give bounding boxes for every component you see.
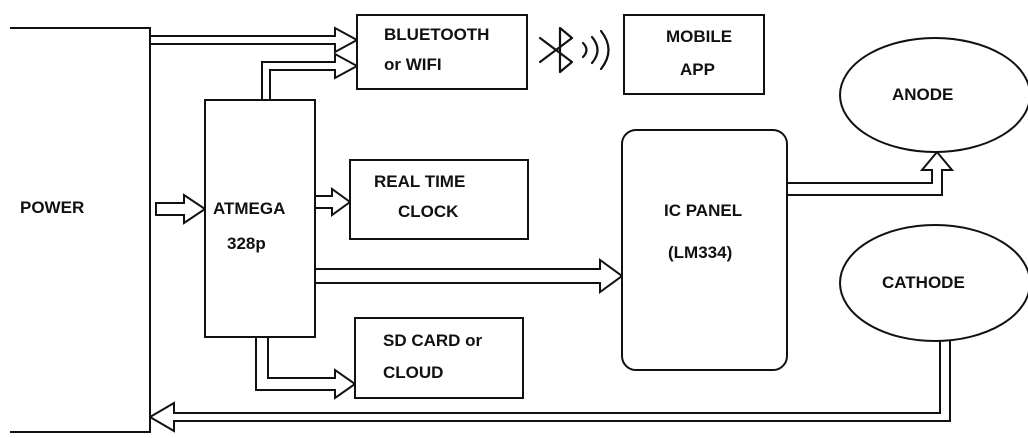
atmega-block — [204, 99, 316, 338]
rtc-block — [349, 159, 529, 240]
power-block — [10, 27, 151, 433]
arrow-atmega-to-rtc — [314, 187, 352, 217]
sd-card-block — [354, 317, 524, 399]
cathode-label: CATHODE — [882, 273, 965, 292]
mobile-app-block — [623, 14, 765, 95]
rtc-label-line1: REAL TIME — [374, 172, 465, 191]
bluetooth-wifi-block — [356, 14, 528, 90]
ic-panel-block — [621, 129, 788, 371]
arrow-atmega-to-ic-panel — [314, 258, 624, 294]
anode-node — [839, 37, 1028, 153]
rtc-label-line2: CLOCK — [398, 202, 459, 221]
arrow-power-to-bluetooth — [149, 26, 360, 54]
ic-panel-label-line2: (LM334) — [668, 243, 732, 262]
arrow-ic-panel-to-anode — [786, 150, 955, 196]
power-label: POWER — [20, 198, 84, 217]
anode-label: ANODE — [892, 85, 953, 104]
bluetooth-label-line2: or WIFI — [384, 55, 442, 74]
sd-card-label-line2: CLOUD — [383, 363, 443, 382]
bluetooth-label-line1: BLUETOOTH — [384, 25, 489, 44]
mobile-app-label-line1: MOBILE — [666, 27, 732, 46]
atmega-label-line2: 328p — [227, 234, 266, 253]
arrow-cathode-to-power — [148, 339, 951, 433]
mobile-app-label-line2: APP — [680, 60, 715, 79]
arrow-power-to-atmega — [155, 193, 207, 225]
cathode-node — [839, 224, 1028, 342]
arrow-atmega-to-sd-card — [255, 336, 357, 400]
sd-card-label-line1: SD CARD or — [383, 331, 483, 350]
ic-panel-label-line1: IC PANEL — [664, 201, 742, 220]
bluetooth-signal-icon — [538, 26, 610, 74]
arrow-atmega-to-bluetooth — [261, 52, 360, 101]
atmega-label-line1: ATMEGA — [213, 199, 285, 218]
